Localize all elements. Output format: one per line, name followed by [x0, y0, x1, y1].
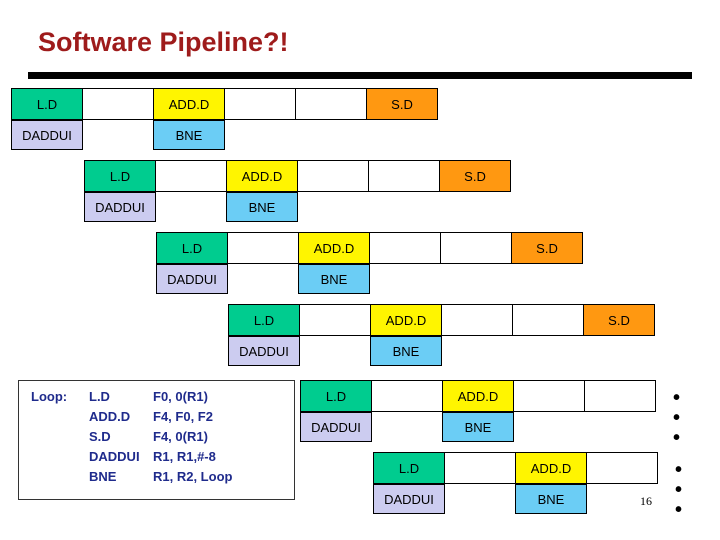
stage-cell-empty [297, 160, 369, 192]
iteration-5-upper-strip: L.D ADD.D [300, 380, 656, 412]
continuation-ellipsis: • • • [673, 387, 684, 449]
stage-cell-addd: ADD.D [226, 160, 298, 192]
code-line: DADDUI R1, R1,#-8 [31, 447, 294, 467]
stage-cell-bne: BNE [370, 336, 442, 366]
iteration-2-lower-strip: DADDUI BNE [84, 192, 511, 222]
stage-cell-empty [369, 232, 441, 264]
stage-cell-daddui: DADDUI [228, 336, 300, 366]
stage-cell-ld: L.D [300, 380, 372, 412]
stage-cell-ld: L.D [11, 88, 83, 120]
page-title: Software Pipeline?! [38, 27, 289, 57]
stage-cell-bne: BNE [515, 484, 587, 514]
iteration-6-lower-strip: DADDUI BNE [373, 484, 658, 514]
iteration-3-lower-strip: DADDUI BNE [156, 264, 583, 294]
code-label [31, 407, 89, 427]
stage-cell-ld: L.D [84, 160, 156, 192]
stage-cell-empty [227, 232, 299, 264]
stage-cell-empty [512, 304, 584, 336]
code-label [31, 447, 89, 467]
iteration-1-upper-strip: L.D ADD.D S.D [11, 88, 438, 120]
stage-cell-empty [299, 336, 371, 366]
stage-cell-daddui: DADDUI [373, 484, 445, 514]
loop-code-listing: Loop: L.D F0, 0(R1) ADD.D F4, F0, F2 S.D F4, 0… [18, 380, 295, 500]
code-opcode: S.D [89, 429, 111, 444]
code-label [31, 427, 89, 447]
stage-cell-sd: S.D [511, 232, 583, 264]
stage-cell-empty [441, 304, 513, 336]
code-opcode: L.D [89, 389, 110, 404]
code-line: BNE R1, R2, Loop [31, 467, 294, 487]
stage-cell-empty [368, 160, 440, 192]
iteration-1: L.D ADD.D S.D DADDUI BNE [11, 88, 438, 150]
code-opcode: ADD.D [89, 409, 131, 424]
slide-page-number: 16 [640, 494, 652, 508]
stage-cell-ld: L.D [156, 232, 228, 264]
stage-cell-empty [584, 380, 656, 412]
stage-cell-addd: ADD.D [442, 380, 514, 412]
stage-cell-ld: L.D [373, 452, 445, 484]
stage-cell-empty [440, 232, 512, 264]
stage-cell-empty [299, 304, 371, 336]
stage-cell-empty [295, 88, 367, 120]
stage-cell-empty [227, 264, 299, 294]
code-line: S.D F4, 0(R1) [31, 427, 294, 447]
code-operands: F4, F0, F2 [153, 409, 213, 424]
stage-cell-sd: S.D [366, 88, 438, 120]
stage-cell-empty [513, 380, 585, 412]
stage-cell-ld: L.D [228, 304, 300, 336]
stage-cell-empty [444, 452, 516, 484]
code-label [31, 467, 89, 487]
stage-cell-empty [224, 88, 296, 120]
iteration-3-upper-strip: L.D ADD.D S.D [156, 232, 583, 264]
code-operands: F4, 0(R1) [153, 429, 208, 444]
title-divider-rule [28, 72, 692, 79]
code-line: Loop: L.D F0, 0(R1) [31, 387, 294, 407]
iteration-2: L.D ADD.D S.D DADDUI BNE [84, 160, 511, 222]
stage-cell-daddui: DADDUI [156, 264, 228, 294]
stage-cell-daddui: DADDUI [84, 192, 156, 222]
stage-cell-addd: ADD.D [153, 88, 225, 120]
stage-cell-sd: S.D [583, 304, 655, 336]
stage-cell-empty [82, 88, 154, 120]
code-label: Loop: [31, 389, 68, 404]
code-operands: F0, 0(R1) [153, 389, 208, 404]
iteration-4-upper-strip: L.D ADD.D S.D [228, 304, 655, 336]
code-opcode: BNE [89, 469, 117, 484]
iteration-4: L.D ADD.D S.D DADDUI BNE [228, 304, 655, 366]
stage-cell-bne: BNE [226, 192, 298, 222]
iteration-5-lower-strip: DADDUI BNE [300, 412, 656, 442]
code-operands: R1, R1,#-8 [153, 449, 216, 464]
stage-cell-empty [586, 452, 658, 484]
iteration-2-upper-strip: L.D ADD.D S.D [84, 160, 511, 192]
stage-cell-bne: BNE [153, 120, 225, 150]
stage-cell-bne: BNE [298, 264, 370, 294]
stage-cell-bne: BNE [442, 412, 514, 442]
stage-cell-daddui: DADDUI [11, 120, 83, 150]
stage-cell-empty [155, 192, 227, 222]
continuation-ellipsis: • • • [675, 459, 686, 521]
iteration-6-upper-strip: L.D ADD.D [373, 452, 658, 484]
stage-cell-empty [155, 160, 227, 192]
stage-cell-empty [82, 120, 154, 150]
code-line: ADD.D F4, F0, F2 [31, 407, 294, 427]
stage-cell-empty [371, 412, 443, 442]
iteration-1-lower-strip: DADDUI BNE [11, 120, 438, 150]
stage-cell-addd: ADD.D [298, 232, 370, 264]
stage-cell-empty [371, 380, 443, 412]
stage-cell-sd: S.D [439, 160, 511, 192]
iteration-4-lower-strip: DADDUI BNE [228, 336, 655, 366]
stage-cell-empty [444, 484, 516, 514]
stage-cell-daddui: DADDUI [300, 412, 372, 442]
iteration-3: L.D ADD.D S.D DADDUI BNE [156, 232, 583, 294]
stage-cell-addd: ADD.D [370, 304, 442, 336]
stage-cell-addd: ADD.D [515, 452, 587, 484]
code-opcode: DADDUI [89, 449, 140, 464]
code-operands: R1, R2, Loop [153, 469, 233, 484]
